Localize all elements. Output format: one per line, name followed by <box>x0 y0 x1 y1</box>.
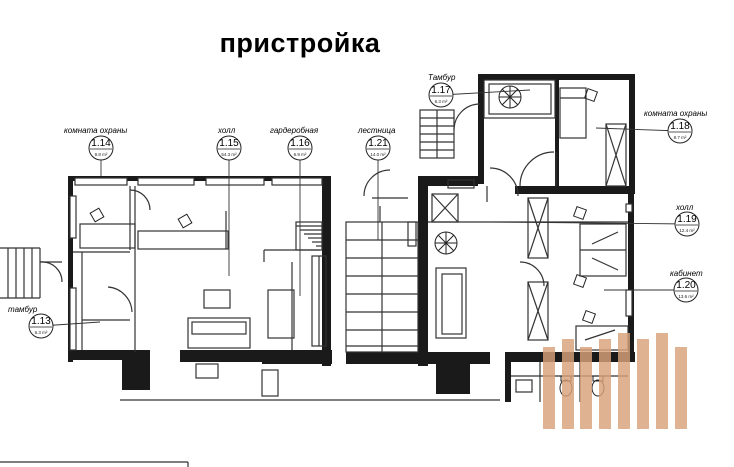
room-tag-1-14: 1.14 9.8 m² комната охраны <box>64 126 127 176</box>
partitions <box>0 79 633 467</box>
room-label: холл <box>217 126 236 135</box>
walls <box>68 74 635 402</box>
room-area: 6.9 m² <box>294 152 307 157</box>
room-area: 54.3 m² <box>221 152 237 157</box>
room-label: лестница <box>357 126 396 135</box>
room-number: 1.14 <box>91 138 111 149</box>
room-number: 1.18 <box>670 121 690 132</box>
room-label: Тамбур <box>428 73 456 82</box>
room-label: тамбур <box>8 305 38 314</box>
tag-circle <box>365 135 391 161</box>
tag-circle <box>674 211 700 237</box>
room-tag-1-18: 1.18 8.7 m² комната охраны <box>595 109 707 144</box>
plan-title: пристройка <box>219 28 381 58</box>
room-number: 1.19 <box>677 214 697 225</box>
room-label: холл <box>675 203 694 212</box>
tag-leader-line <box>489 221 688 225</box>
tag-circle <box>428 82 454 108</box>
room-tag-1-13: 1.13 6.3 m² тамбур <box>8 305 101 339</box>
room-tag-1-17: 1.17 6.3 m² Тамбур <box>428 73 531 108</box>
tag-circle <box>28 313 54 339</box>
room-number: 1.15 <box>219 138 239 149</box>
room-label: комната охраны <box>644 109 707 118</box>
tag-circle <box>216 135 242 161</box>
room-number: 1.16 <box>290 138 310 149</box>
room-area: 14.0 m² <box>370 152 386 157</box>
room-label: кабинет <box>670 269 703 278</box>
room-label: гардеробная <box>270 126 319 135</box>
room-tags: 1.13 6.3 m² тамбур 1.14 9.8 m² комната охраны… <box>8 73 707 339</box>
tag-circle <box>673 277 699 303</box>
room-tag-1-19: 1.19 12.4 m² холл <box>489 203 700 237</box>
room-number: 1.13 <box>31 316 51 327</box>
room-number: 1.20 <box>676 280 696 291</box>
room-tag-1-20: 1.20 13.6 m² кабинет <box>604 269 703 303</box>
tag-leader-line <box>440 89 531 96</box>
room-area: 6.3 m² <box>35 330 48 335</box>
room-area: 12.4 m² <box>679 228 695 233</box>
room-tag-1-15: 1.15 54.3 m² холл <box>216 126 242 276</box>
tag-circle <box>287 135 313 161</box>
room-number: 1.17 <box>431 85 451 96</box>
room-area: 6.3 m² <box>435 99 448 104</box>
room-tag-1-21: 1.21 14.0 m² лестница <box>357 126 396 240</box>
room-area: 8.7 m² <box>674 135 687 140</box>
room-number: 1.21 <box>368 138 388 149</box>
room-tag-1-16: 1.16 6.9 m² гардеробная <box>270 126 319 296</box>
watermark-logo <box>543 333 687 429</box>
tag-leader-line <box>595 127 681 132</box>
chair-icon <box>89 87 599 325</box>
tag-circle <box>667 118 693 144</box>
tag-circle <box>88 135 114 161</box>
room-label: комната охраны <box>64 126 127 135</box>
room-area: 9.8 m² <box>95 152 108 157</box>
room-area: 13.6 m² <box>678 294 694 299</box>
